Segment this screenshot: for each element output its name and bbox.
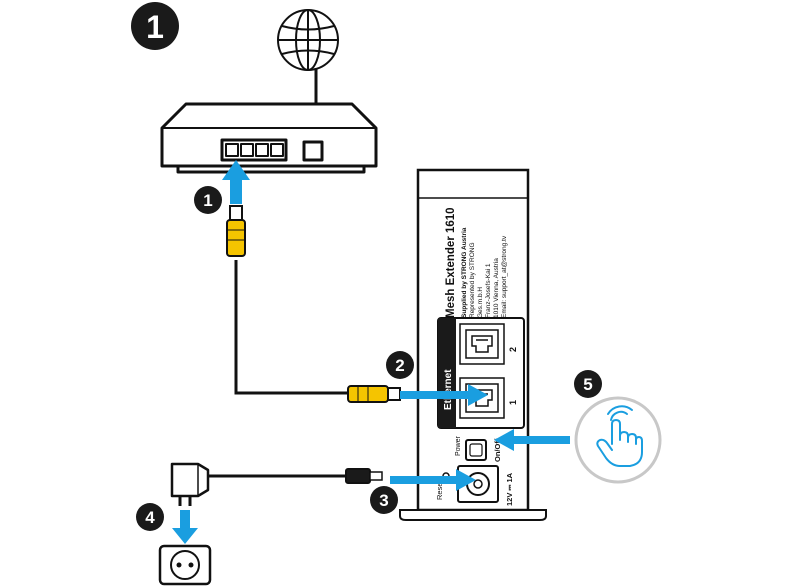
arrow-button-icon [494, 429, 570, 451]
step-4-number: 4 [145, 508, 155, 527]
arrow-ethernet-icon [400, 384, 488, 406]
ethernet-port-2 [459, 323, 505, 365]
device-info-line-6: Email: support_at@strong.tv [501, 235, 508, 318]
step-2-badge: 2 [386, 351, 414, 379]
step-4-badge: 4 [136, 503, 164, 531]
onoff-label: On/Off [493, 438, 502, 462]
router [160, 102, 378, 174]
port-1-label: 1 [508, 400, 518, 405]
dc-plug [345, 468, 383, 484]
mesh-extender-device: Mesh Extender 1610 Supplied by STRONG Au… [399, 168, 547, 521]
device-info-line-3: Ges.m.b.H [477, 287, 484, 318]
power-label: Power [455, 435, 462, 456]
step-1-badge: 1 [194, 186, 222, 214]
port-2-label: 2 [508, 347, 518, 352]
main-step-number: 1 [146, 9, 164, 45]
globe-icon [277, 9, 339, 71]
device-info-line-5: 1010 Vienna, Austria [493, 258, 500, 318]
ethernet-label: Ethernet [443, 369, 454, 410]
device-info-line-4: Franz-Josefs-Kai 1 [485, 263, 492, 318]
dc-rating-label: 12V ⎓ 1A [505, 472, 514, 506]
device-info-line-2: Represented by STRONG [469, 242, 476, 318]
reset-label: Reset [435, 479, 444, 500]
device-info-line-1: Supplied by STRONG Austria [461, 227, 468, 318]
step-3-badge: 3 [370, 486, 398, 514]
step-5-number: 5 [583, 375, 592, 394]
arrow-socket-icon [172, 510, 198, 544]
step-5-badge: 5 [574, 370, 602, 398]
arrow-router-icon [222, 160, 250, 204]
press-hand-icon [574, 396, 662, 484]
wall-socket-icon [158, 544, 212, 586]
device-title: Mesh Extender 1610 [445, 207, 457, 318]
router-wan-port [302, 140, 324, 162]
power-adapter [170, 462, 210, 506]
main-step-badge: 1 [131, 2, 179, 50]
step-1-number: 1 [203, 191, 212, 210]
step-3-number: 3 [379, 491, 388, 510]
step-2-number: 2 [395, 356, 404, 375]
arrow-power-icon [390, 469, 476, 491]
ethernet-cable [226, 205, 401, 403]
